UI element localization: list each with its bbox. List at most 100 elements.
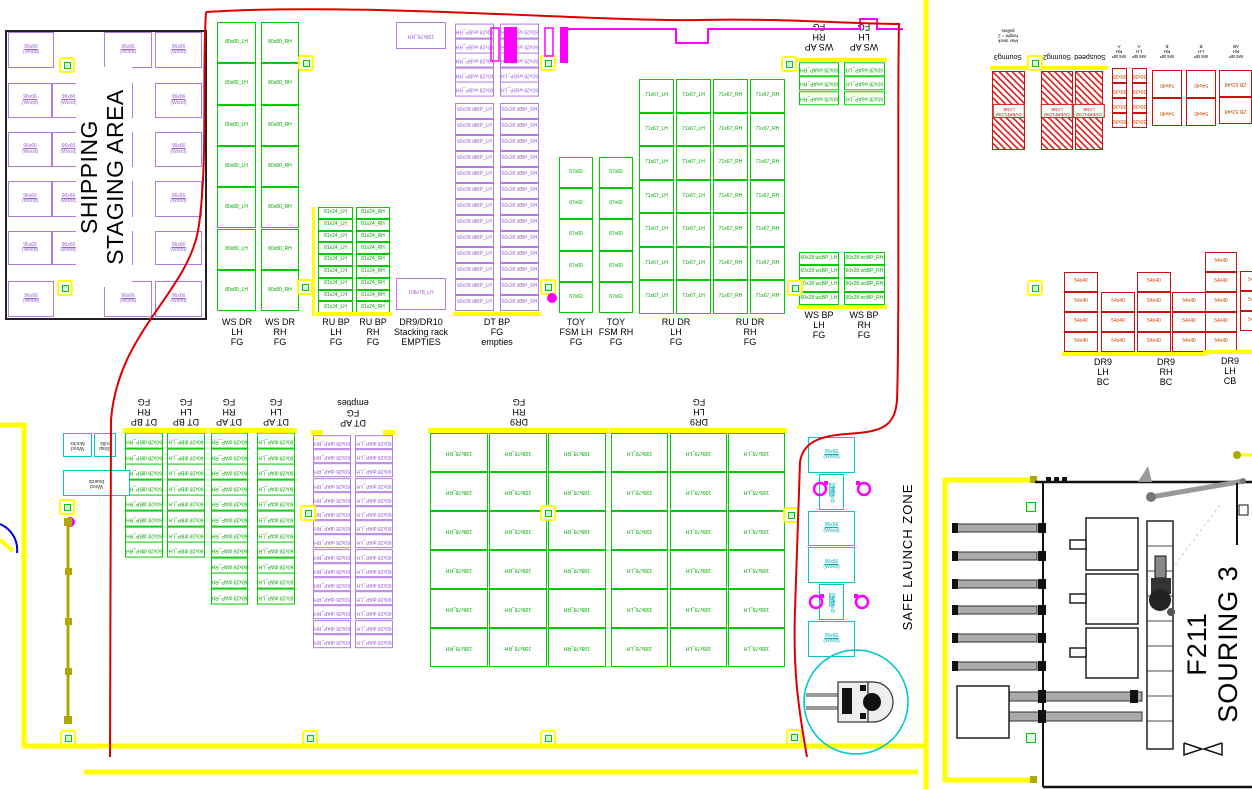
ru-dr-cell: 71x67_RH — [750, 112, 785, 146]
dt-bp-empties-cell: 60x28 wsBP_LH — [500, 24, 539, 39]
dr9-rh-fg-cell: 108x78_RH — [430, 511, 488, 550]
ru-dr-cell: 71x67_RH — [750, 179, 785, 213]
column-marker — [60, 730, 76, 746]
dt-bp-empties-cell: 60x28 dtBP_RH — [500, 103, 539, 119]
dt-ap-empties-cell: 60x28 dtAP_RH — [313, 562, 351, 577]
dr9-lh-fg-cell: 108x78_LH — [611, 589, 668, 628]
toy-fsm-cell: 67x60 — [599, 157, 633, 189]
dr9-rh-fg-cell: 108x78_RH — [548, 589, 606, 628]
column-marker — [783, 507, 799, 523]
ws-dr-cell: 80x80_LH — [217, 269, 256, 312]
dr9-rh-fg-label: DR9 RH FG — [510, 397, 529, 428]
dr9-rh-bc-label: DR9 RH BC — [1156, 357, 1175, 388]
ru-dr-cell: 71x67_LH — [639, 79, 674, 113]
dr9-lh-cb-cell: 54x40 — [1205, 252, 1237, 272]
toy-fsm-cell: 67x60 — [599, 219, 633, 251]
dr9-lh-fg-cell: 108x78_LH — [728, 589, 785, 628]
dt-bp-empties-cell: 60x28 wsBP_LH — [500, 53, 539, 68]
wsbp-ab-label: WS BP RH AB — [1228, 44, 1244, 60]
staging-pallet-cell: 96x66(Wood) — [8, 32, 54, 68]
dt-ap-fg-cell: 60x28 dtAP_LH — [257, 433, 295, 449]
dt-bp-empties-cell: 60x28 dtBP_LH — [455, 135, 494, 151]
dr9-rh-fg-cell: 108x78_RH — [489, 433, 547, 472]
dt-ap-fg-cell: 60x28 dtAP_LH — [257, 589, 295, 605]
dt-bp-fg-cell: 60x28 dtBP_LH — [167, 464, 205, 480]
ru-dr-cell: 71x67_RH — [713, 79, 748, 113]
ru-dr-cell: 71x67_LH — [676, 146, 711, 180]
column-marker — [786, 729, 802, 745]
yellow-strip — [1135, 352, 1207, 356]
dt-bp-empties-cell: 60x28 dtBP_LH — [455, 247, 494, 263]
dr9-rh-bc-cell: 54x40 — [1172, 292, 1206, 312]
ru-bp-cell: 81x24_RH — [356, 207, 390, 219]
dr9-rh-fg-cell: 108x78_RH — [548, 472, 606, 511]
yellow-strip — [609, 428, 787, 433]
yellow-strip — [990, 66, 1108, 70]
yellow-strip — [797, 305, 887, 309]
dt-ap-fg-cell: 60x28 dtAP_LH — [257, 557, 295, 574]
wsbp-a-cell: 30x30 — [1132, 98, 1147, 113]
dt-ap-empties-cell: 60x28 dtAP_RH — [313, 633, 351, 648]
dt-ap-fg-cell: 60x28 dtAP_RH — [211, 589, 248, 605]
dt-bp-empties-cell: 60x28 wsBP_RH — [455, 82, 494, 97]
f211-souring3-title: F211 SOURING 3 — [1182, 565, 1244, 723]
ru-bp-cell: 81x24_LH — [318, 254, 353, 266]
ru-bp-cell: 81x24_RH — [356, 230, 390, 243]
ru-dr-cell: 71x67_LH — [639, 280, 674, 314]
wood-blocks-box: Wood blocks — [63, 433, 92, 457]
dr9-lh-fg-cell: 108x78_LH — [670, 589, 727, 628]
dt-ap-fg-cell: 60x28 dtAP_LH — [257, 495, 295, 511]
dt-ap-empties-cell: 60x28 dtAP_LH — [355, 491, 393, 506]
ws-ap-cell: 60x28 wsAP_RH — [799, 62, 839, 77]
dr9-rh-bc-cell: 54x40 — [1172, 332, 1206, 352]
dr9-lh-bc-cell: 54x40 — [1064, 292, 1098, 312]
ru-bp-cell: 81x24_LH — [318, 218, 353, 231]
yellow-strip — [383, 430, 395, 435]
dr9-lh-fg-cell: 108x78_LH — [670, 511, 727, 550]
ru-bp-cell: 81x24_LH — [318, 207, 353, 219]
overflow-lanes-lane: OVERFLOW LANE — [992, 71, 1025, 150]
staging-pallet-cell: 96x66(Wood) — [8, 83, 52, 118]
magenta-dot — [65, 517, 75, 527]
dt-ap-fg-cell: 60x28 dtAP_LH — [257, 526, 295, 543]
ws-bp-cell: 60x28 wsBP_RH — [844, 252, 885, 266]
yellow-strip — [797, 58, 887, 62]
dt-bp-empties-cell: 60x28 dtBP_RH — [500, 263, 539, 279]
wsbp-a-cell: 30x30 — [1112, 113, 1127, 128]
ws-ap-cell: 60x28 wsAP_LH — [844, 62, 885, 77]
dr9-rh-fg-cell: 108x78_RH — [489, 550, 547, 589]
ru-dr-cell: 71x67_LH — [676, 280, 711, 314]
ru-dr-cell: 71x67_RH — [713, 112, 748, 146]
dt-ap-empties-cell: 60x28 dtAP_LH — [355, 477, 393, 492]
column-marker — [540, 55, 556, 71]
dr9-lh-bc-label: DR9 LH BC — [1093, 357, 1112, 388]
dr9-lh-bc-cell: 54x40 — [1064, 272, 1098, 292]
dt-ap-fg-cell: 60x28 dtAP_RH — [211, 573, 248, 589]
ru-dr-cell: 71x67_LH — [676, 112, 711, 146]
dr9-lh-fg-cell: 108x78_LH — [728, 472, 785, 511]
ru-dr-cell: 71x67_LH — [676, 79, 711, 113]
dt-ap-empties-label: DT AP FG empties — [337, 398, 369, 429]
wood-pallet-cell: 96x66(Wood) — [808, 511, 855, 546]
dt-ap-empties-cell: 60x28 dtAP_LH — [355, 520, 393, 535]
dt-ap-fg-cell: 60x28 dtAP_LH — [257, 542, 295, 558]
dr9-lh-bc-cell: 54x40 — [1101, 332, 1135, 352]
dt-bp-fg-cell: 60x28 dtBP_RH — [125, 526, 163, 543]
dt-bp-fg-cell: 60x28 dtBP_RH — [125, 511, 163, 527]
ws-dr-cell: 80x80_RH — [261, 22, 299, 64]
yellow-strip — [316, 312, 392, 316]
dt-bp-fg-cell: 60x28 dtBP_RH — [125, 464, 163, 480]
ws-bp-cell: 60x28 wsBP_RH — [844, 291, 885, 305]
dt-bp-empties-cell: 60x28 dtBP_LH — [455, 279, 494, 295]
dt-bp-empties-cell: 60x28 dtBP_RH — [500, 215, 539, 231]
ws-bp-cell: 60x28 wsBP_LH — [799, 265, 839, 279]
dt-bp-empties-cell: 60x28 dtBP_RH — [500, 167, 539, 183]
dt-ap-fg-cell: 60x28 dtAP_RH — [211, 464, 248, 480]
dt-bp-empties-cell: 60x28 wsBP_LH — [500, 82, 539, 97]
dt-bp-empties-cell: 60x28 wsBP_RH — [455, 53, 494, 68]
dt-bp-empties-cell: 60x28 wsBP_RH — [455, 38, 494, 54]
dt-bp-fg-cell: 60x28 dtBP_LH — [167, 479, 205, 496]
ws-dr-cell: 80x80_LH — [217, 187, 256, 229]
dt-ap-empties-cell: 60x28 dtAP_RH — [313, 463, 351, 478]
